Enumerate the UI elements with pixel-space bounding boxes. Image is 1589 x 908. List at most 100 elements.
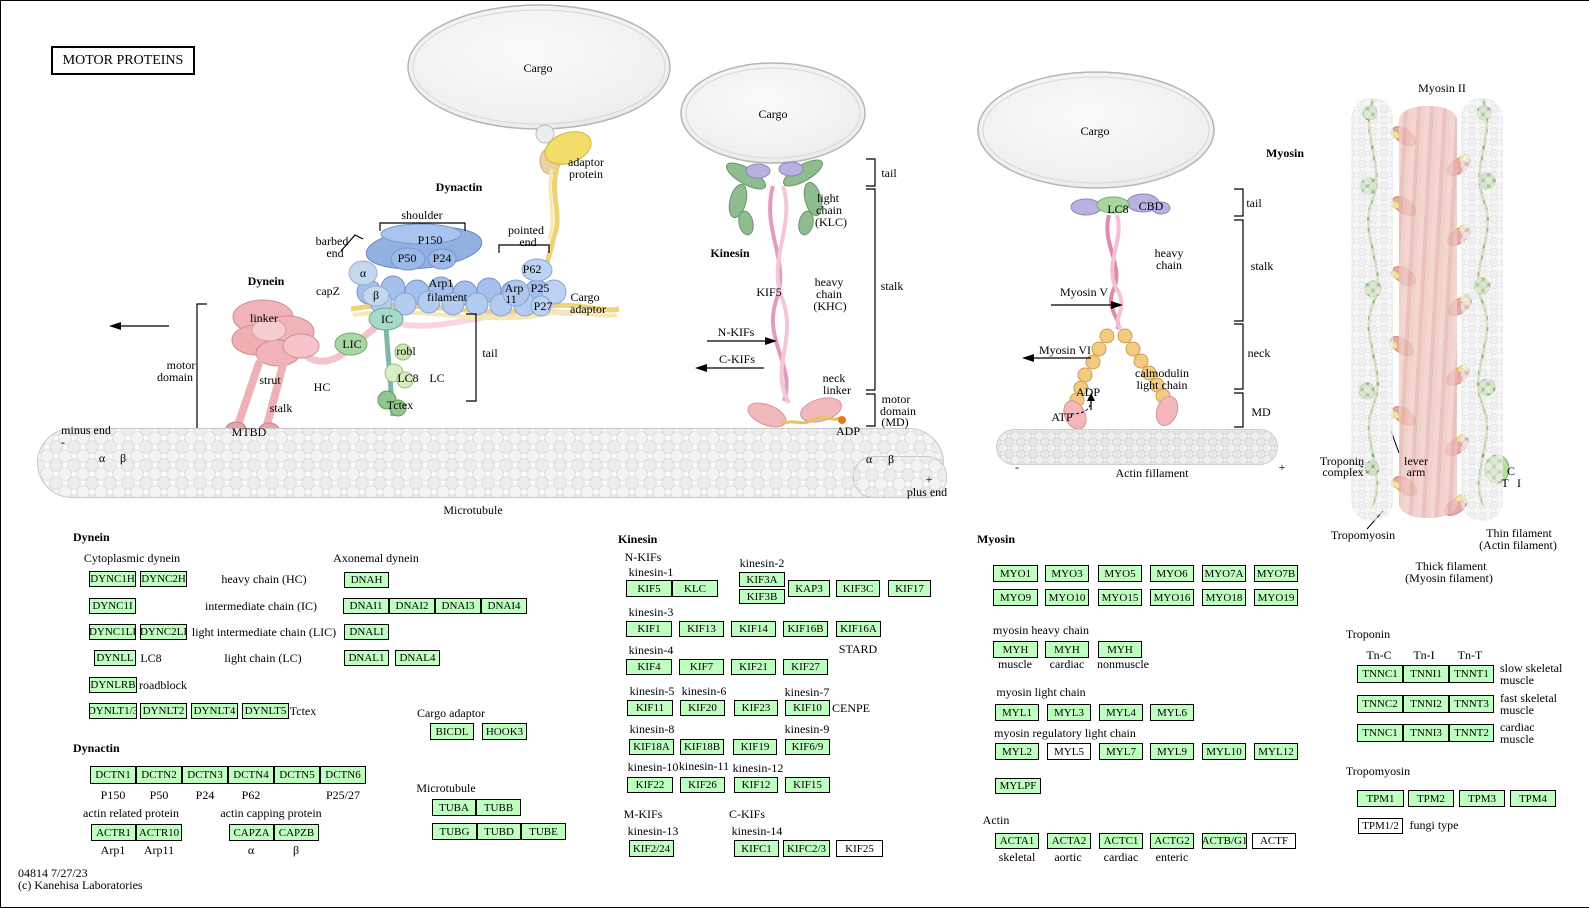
gene-box-tnni3[interactable]: TNNI3 [1403,724,1449,742]
gene-box-kif23[interactable]: KIF23 [734,700,778,716]
gene-box-tnnc1[interactable]: TNNC1 [1357,665,1403,683]
gene-box-kif19[interactable]: KIF19 [733,739,777,755]
gene-box-kif16a[interactable]: KIF16A [836,621,881,637]
gene-box-dync1li[interactable]: DYNC1LI [89,624,136,640]
gene-box-dnai2[interactable]: DNAI2 [389,598,435,614]
gene-box-tpm3[interactable]: TPM3 [1459,790,1505,807]
gene-box-myl6[interactable]: MYL6 [1150,704,1194,721]
gene-box-myh[interactable]: MYH [993,641,1038,658]
gene-box-kif16b[interactable]: KIF16B [783,621,828,637]
gene-box-kif18b[interactable]: KIF18B [680,739,724,755]
gene-box-actr1[interactable]: ACTR1 [91,824,136,841]
gene-box-kif2-24[interactable]: KIF2/24 [629,840,674,857]
gene-box-myo7b[interactable]: MYO7B [1254,565,1298,582]
gene-box-dynll[interactable]: DYNLL [94,650,136,666]
gene-box-dnai1[interactable]: DNAI1 [343,598,389,614]
gene-box-kif6-9[interactable]: KIF6/9 [785,739,830,755]
gene-box-dynlt4[interactable]: DYNLT4 [191,703,238,719]
gene-box-actr10[interactable]: ACTR10 [136,824,182,841]
gene-box-acta1[interactable]: ACTA1 [995,833,1039,849]
gene-box-tpm1-2[interactable]: TPM1/2 [1358,818,1403,834]
gene-box-kif11[interactable]: KIF11 [627,700,673,716]
gene-box-dynlt2[interactable]: DYNLT2 [140,703,187,719]
gene-box-myl12[interactable]: MYL12 [1254,743,1298,760]
gene-box-myl5[interactable]: MYL5 [1047,743,1091,760]
gene-box-kif12[interactable]: KIF12 [734,777,778,793]
gene-box-dynlrb[interactable]: DYNLRB [89,677,137,693]
gene-box-tuba[interactable]: TUBA [432,799,476,816]
gene-box-kifc2-3[interactable]: KIFC2/3 [783,840,830,857]
gene-box-hook3[interactable]: HOOK3 [482,723,527,740]
gene-box-myo1[interactable]: MYO1 [993,565,1038,582]
gene-box-dnai3[interactable]: DNAI3 [435,598,481,614]
gene-box-myo5[interactable]: MYO5 [1098,565,1142,582]
gene-box-tnnc1[interactable]: TNNC1 [1357,724,1403,742]
gene-box-tnnt1[interactable]: TNNT1 [1449,665,1494,683]
gene-box-dnali[interactable]: DNALI [344,624,389,640]
gene-box-kif10[interactable]: KIF10 [785,700,830,716]
gene-box-kif13[interactable]: KIF13 [679,621,724,637]
gene-box-tnnc2[interactable]: TNNC2 [1357,695,1403,713]
gene-box-actb-g1[interactable]: ACTB/G1 [1202,833,1247,849]
gene-box-myo9[interactable]: MYO9 [993,589,1038,606]
gene-box-bicdl[interactable]: BICDL [430,723,474,740]
gene-box-actg2[interactable]: ACTG2 [1150,833,1194,849]
gene-box-myo7a[interactable]: MYO7A [1202,565,1246,582]
gene-box-dnai4[interactable]: DNAI4 [481,598,527,614]
gene-box-dctn6[interactable]: DCTN6 [320,766,366,784]
gene-box-tnnt3[interactable]: TNNT3 [1449,695,1494,713]
gene-box-capzb[interactable]: CAPZB [274,824,319,841]
gene-box-dync2li[interactable]: DYNC2LI [140,624,187,640]
gene-box-tubb[interactable]: TUBB [476,799,521,816]
gene-box-kap3[interactable]: KAP3 [788,580,830,597]
gene-box-myl2[interactable]: MYL2 [995,743,1039,760]
gene-box-kif18a[interactable]: KIF18A [629,739,674,755]
gene-box-kif3a[interactable]: KIF3A [739,572,785,587]
gene-box-myl3[interactable]: MYL3 [1047,704,1091,721]
gene-box-dctn5[interactable]: DCTN5 [274,766,320,784]
gene-box-kif3c[interactable]: KIF3C [836,580,880,597]
gene-box-myo15[interactable]: MYO15 [1098,589,1142,606]
gene-box-kif3b[interactable]: KIF3B [739,589,785,604]
gene-box-kif21[interactable]: KIF21 [731,659,776,675]
gene-box-kif5[interactable]: KIF5 [626,580,672,597]
gene-box-dctn1[interactable]: DCTN1 [90,766,136,784]
gene-box-myo6[interactable]: MYO6 [1150,565,1194,582]
gene-box-dync1h[interactable]: DYNC1H [89,571,136,587]
gene-box-kif25[interactable]: KIF25 [836,840,883,857]
gene-box-dynlt1-3[interactable]: DYNLT1/3 [89,703,137,719]
gene-box-kifc1[interactable]: KIFC1 [734,840,779,857]
gene-box-myl9[interactable]: MYL9 [1150,743,1194,760]
gene-box-tnnt2[interactable]: TNNT2 [1449,724,1494,742]
gene-box-tubd[interactable]: TUBD [477,823,521,840]
gene-box-kif15[interactable]: KIF15 [785,777,830,793]
gene-box-tnni1[interactable]: TNNI1 [1403,665,1449,683]
gene-box-acta2[interactable]: ACTA2 [1047,833,1091,849]
gene-box-dctn4[interactable]: DCTN4 [228,766,274,784]
gene-box-myh[interactable]: MYH [1098,641,1142,658]
gene-box-dnal4[interactable]: DNAL4 [395,650,440,666]
gene-box-myo19[interactable]: MYO19 [1254,589,1298,606]
gene-box-tpm2[interactable]: TPM2 [1408,790,1454,807]
gene-box-kif4[interactable]: KIF4 [626,659,672,675]
gene-box-klc[interactable]: KLC [672,580,718,597]
gene-box-myo10[interactable]: MYO10 [1045,589,1089,606]
gene-box-kif20[interactable]: KIF20 [680,700,725,716]
gene-box-kif22[interactable]: KIF22 [627,777,673,793]
gene-box-tube[interactable]: TUBE [521,823,566,840]
gene-box-tpm4[interactable]: TPM4 [1510,790,1556,807]
gene-box-dnal1[interactable]: DNAL1 [344,650,389,666]
gene-box-dynlt5[interactable]: DYNLT5 [242,703,289,719]
gene-box-kif17[interactable]: KIF17 [888,580,931,597]
gene-box-tpm1[interactable]: TPM1 [1357,790,1404,807]
gene-box-kif27[interactable]: KIF27 [783,659,828,675]
gene-box-dctn2[interactable]: DCTN2 [136,766,182,784]
gene-box-mylpf[interactable]: MYLPF [995,778,1041,794]
gene-box-myl4[interactable]: MYL4 [1099,704,1143,721]
gene-box-dync1i[interactable]: DYNC1I [89,598,136,614]
gene-box-myo18[interactable]: MYO18 [1202,589,1246,606]
gene-box-kif26[interactable]: KIF26 [680,777,725,793]
gene-box-dync2h[interactable]: DYNC2H [140,571,187,587]
gene-box-actc1[interactable]: ACTC1 [1099,833,1143,849]
gene-box-myo3[interactable]: MYO3 [1045,565,1089,582]
